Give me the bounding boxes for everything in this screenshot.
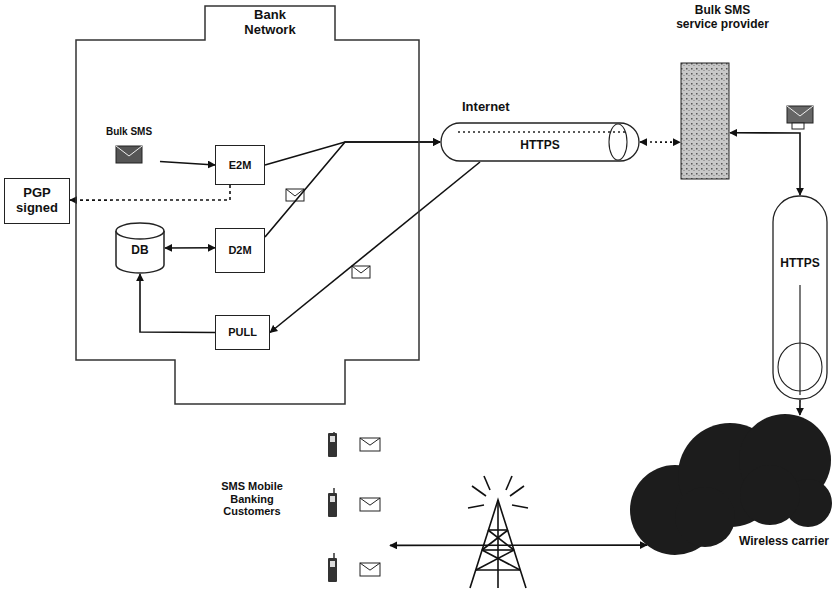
process-box: PULL — [215, 315, 270, 350]
node-label: PULL — [228, 326, 257, 339]
carrier-cloud: Wireless carrier — [630, 395, 833, 573]
connector-arrow — [730, 133, 800, 195]
process-box: D2M — [215, 228, 265, 273]
customer-group: SMS Mobile Banking Customers — [200, 432, 390, 597]
node-label: Wireless carrier — [739, 535, 829, 549]
node-sublabel: HTTPS — [440, 139, 640, 153]
https-pipe: HTTPS — [772, 195, 828, 400]
node-label: Bulk SMS service provider — [675, 4, 770, 32]
envelope-icon — [115, 145, 143, 164]
node-label: Internet — [462, 100, 510, 115]
node-label: PGP signed — [7, 186, 67, 216]
internet-pipe: InternetHTTPS — [440, 98, 640, 162]
node-label: Bank Network — [205, 8, 335, 38]
node-label: D2M — [228, 244, 251, 257]
radio-tower — [468, 476, 528, 588]
connector-arrow — [165, 247, 215, 249]
network-region: Bank NetworkBulk SMS E2M D2M DB PULL — [75, 5, 420, 405]
provider-server — [680, 62, 730, 180]
database-cylinder: DB — [115, 222, 165, 274]
connector-arrow — [799, 400, 801, 415]
node-label: Bulk SMS — [98, 126, 160, 138]
process-box: E2M — [215, 145, 265, 185]
pipe-capsule — [772, 195, 828, 400]
phone-group — [320, 432, 390, 597]
bulk-sms-message: Bulk SMS — [98, 124, 160, 174]
envelope-icon — [787, 106, 813, 129]
envelope-icon — [352, 266, 370, 278]
connector-arrow — [140, 274, 215, 333]
connector-arrow — [265, 142, 440, 165]
connector-arrow — [390, 544, 647, 546]
connector-arrow — [270, 162, 480, 333]
connector-arrow — [265, 142, 440, 237]
node-label: SMS Mobile Banking Customers — [220, 480, 284, 518]
node-label: E2M — [229, 159, 252, 172]
connector-arrow — [70, 185, 230, 200]
node-label: HTTPS — [772, 257, 828, 271]
signature-box: PGP signed — [4, 178, 70, 224]
connector-arrow — [640, 141, 680, 143]
connector-arrow — [160, 162, 215, 166]
sms-provider: Bulk SMS service provider — [675, 4, 770, 182]
node-label: DB — [115, 244, 165, 258]
